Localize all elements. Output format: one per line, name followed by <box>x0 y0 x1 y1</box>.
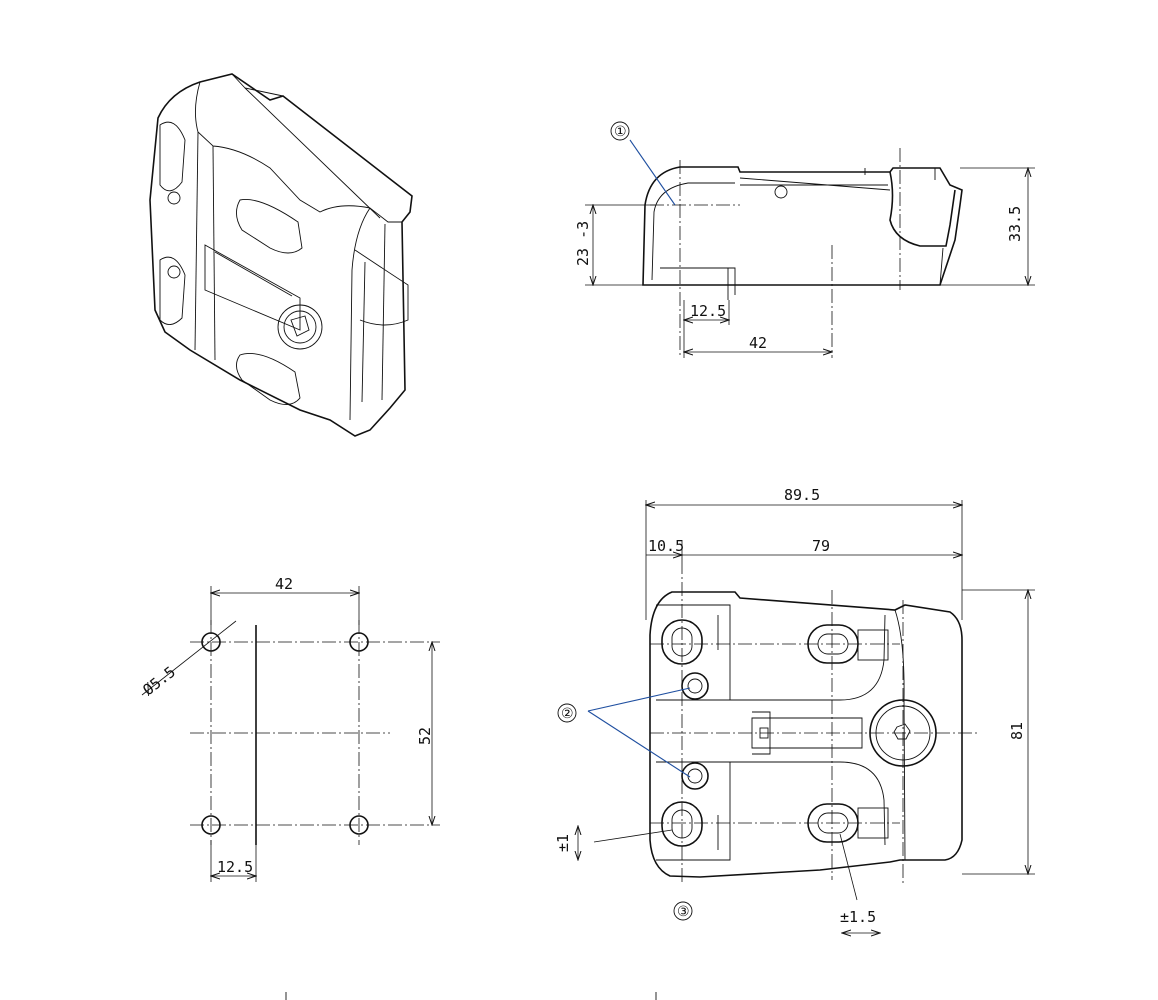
plan-callout-2: ② <box>561 706 574 722</box>
plan-dim-overall-width: 89.5 <box>784 486 820 504</box>
plan-callout-3: ③ <box>677 904 690 920</box>
plan-view <box>285 500 1035 1000</box>
side-dim-hole-spacing: 42 <box>749 334 767 352</box>
drill-template-view <box>141 586 440 882</box>
side-callout-1: ① <box>614 124 627 140</box>
template-dim-width: 42 <box>275 575 293 593</box>
template-dim-height: 52 <box>416 727 434 745</box>
plan-dim-span: 79 <box>812 537 830 555</box>
plan-dim-horiz-adjust: ±1.5 <box>840 908 876 926</box>
isometric-view <box>149 73 413 437</box>
template-dim-edge: 12.5 <box>217 858 253 876</box>
template-dim-hole-diameter: Ø5.5 <box>139 663 179 699</box>
side-dim-left-offset: 12.5 <box>690 302 726 320</box>
side-view <box>585 121 1035 358</box>
plan-dim-height: 81 <box>1008 722 1026 740</box>
plan-dim-left: 10.5 <box>648 537 684 555</box>
side-dim-height: 33.5 <box>1006 206 1024 242</box>
side-dim-offset: 23 -3 <box>574 221 592 266</box>
plan-dim-vert-adjust: ±1 <box>554 834 572 852</box>
